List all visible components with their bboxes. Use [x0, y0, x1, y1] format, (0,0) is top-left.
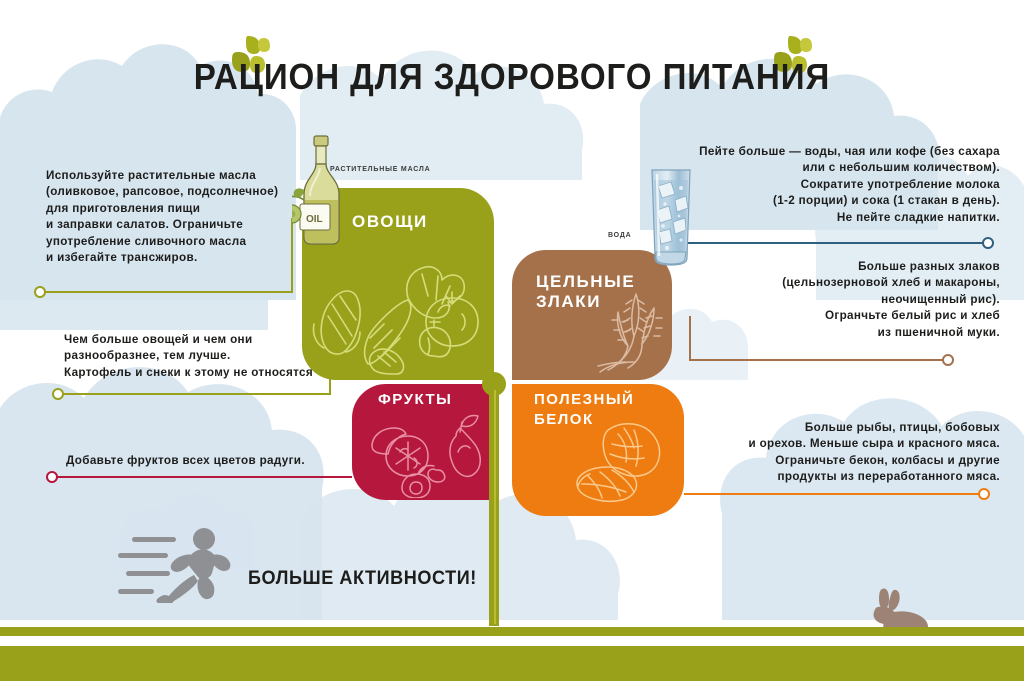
plate-label-fruits: ФРУКТЫ [378, 391, 453, 408]
oils-mini-label: РАСТИТЕЛЬНЫЕ МАСЛА [330, 166, 431, 173]
svg-text:OIL: OIL [306, 214, 323, 225]
callout-vegetables: Чем больше овощей и чем они разнообразне… [64, 332, 314, 379]
four-leaf-motif-icon-right [774, 36, 812, 73]
plate-label-protein: ПОЛЕЗНЫЙ БЕЛОК [534, 391, 635, 428]
oil-bottle-icon: OIL [292, 135, 340, 245]
running-person-icon [118, 528, 231, 603]
water-glass-icon [651, 169, 691, 266]
callout-grains: Больше разных злаков (цельнозерновой хле… [782, 259, 1000, 339]
callout-protein: Больше рыбы, птицы, бобовых и орехов. Ме… [748, 420, 1000, 484]
four-leaf-motif-icon-left [232, 36, 270, 73]
callout-fruits: Добавьте фруктов всех цветов радуги. [66, 453, 305, 467]
callout-water: Пейте больше — воды, чая или кофе (без с… [699, 144, 1000, 224]
bottom-bar-thin [0, 627, 1024, 636]
rabbit-icon [873, 588, 928, 631]
water-mini-label: ВОДА [608, 232, 632, 239]
plate-label-grains: ЦЕЛЬНЫЕ ЗЛАКИ [536, 272, 636, 311]
plate-center-stem [482, 372, 506, 626]
plate-section-grains[interactable] [512, 250, 672, 380]
bottom-bar-thick [0, 646, 1024, 681]
page-title: РАЦИОН ДЛЯ ЗДОРОВОГО ПИТАНИЯ [193, 56, 831, 97]
plate-label-vegetables: ОВОЩИ [352, 212, 428, 231]
callout-oils: Используйте растительные масла (оливково… [46, 168, 279, 265]
activity-label: БОЛЬШЕ АКТИВНОСТИ! [248, 568, 477, 589]
